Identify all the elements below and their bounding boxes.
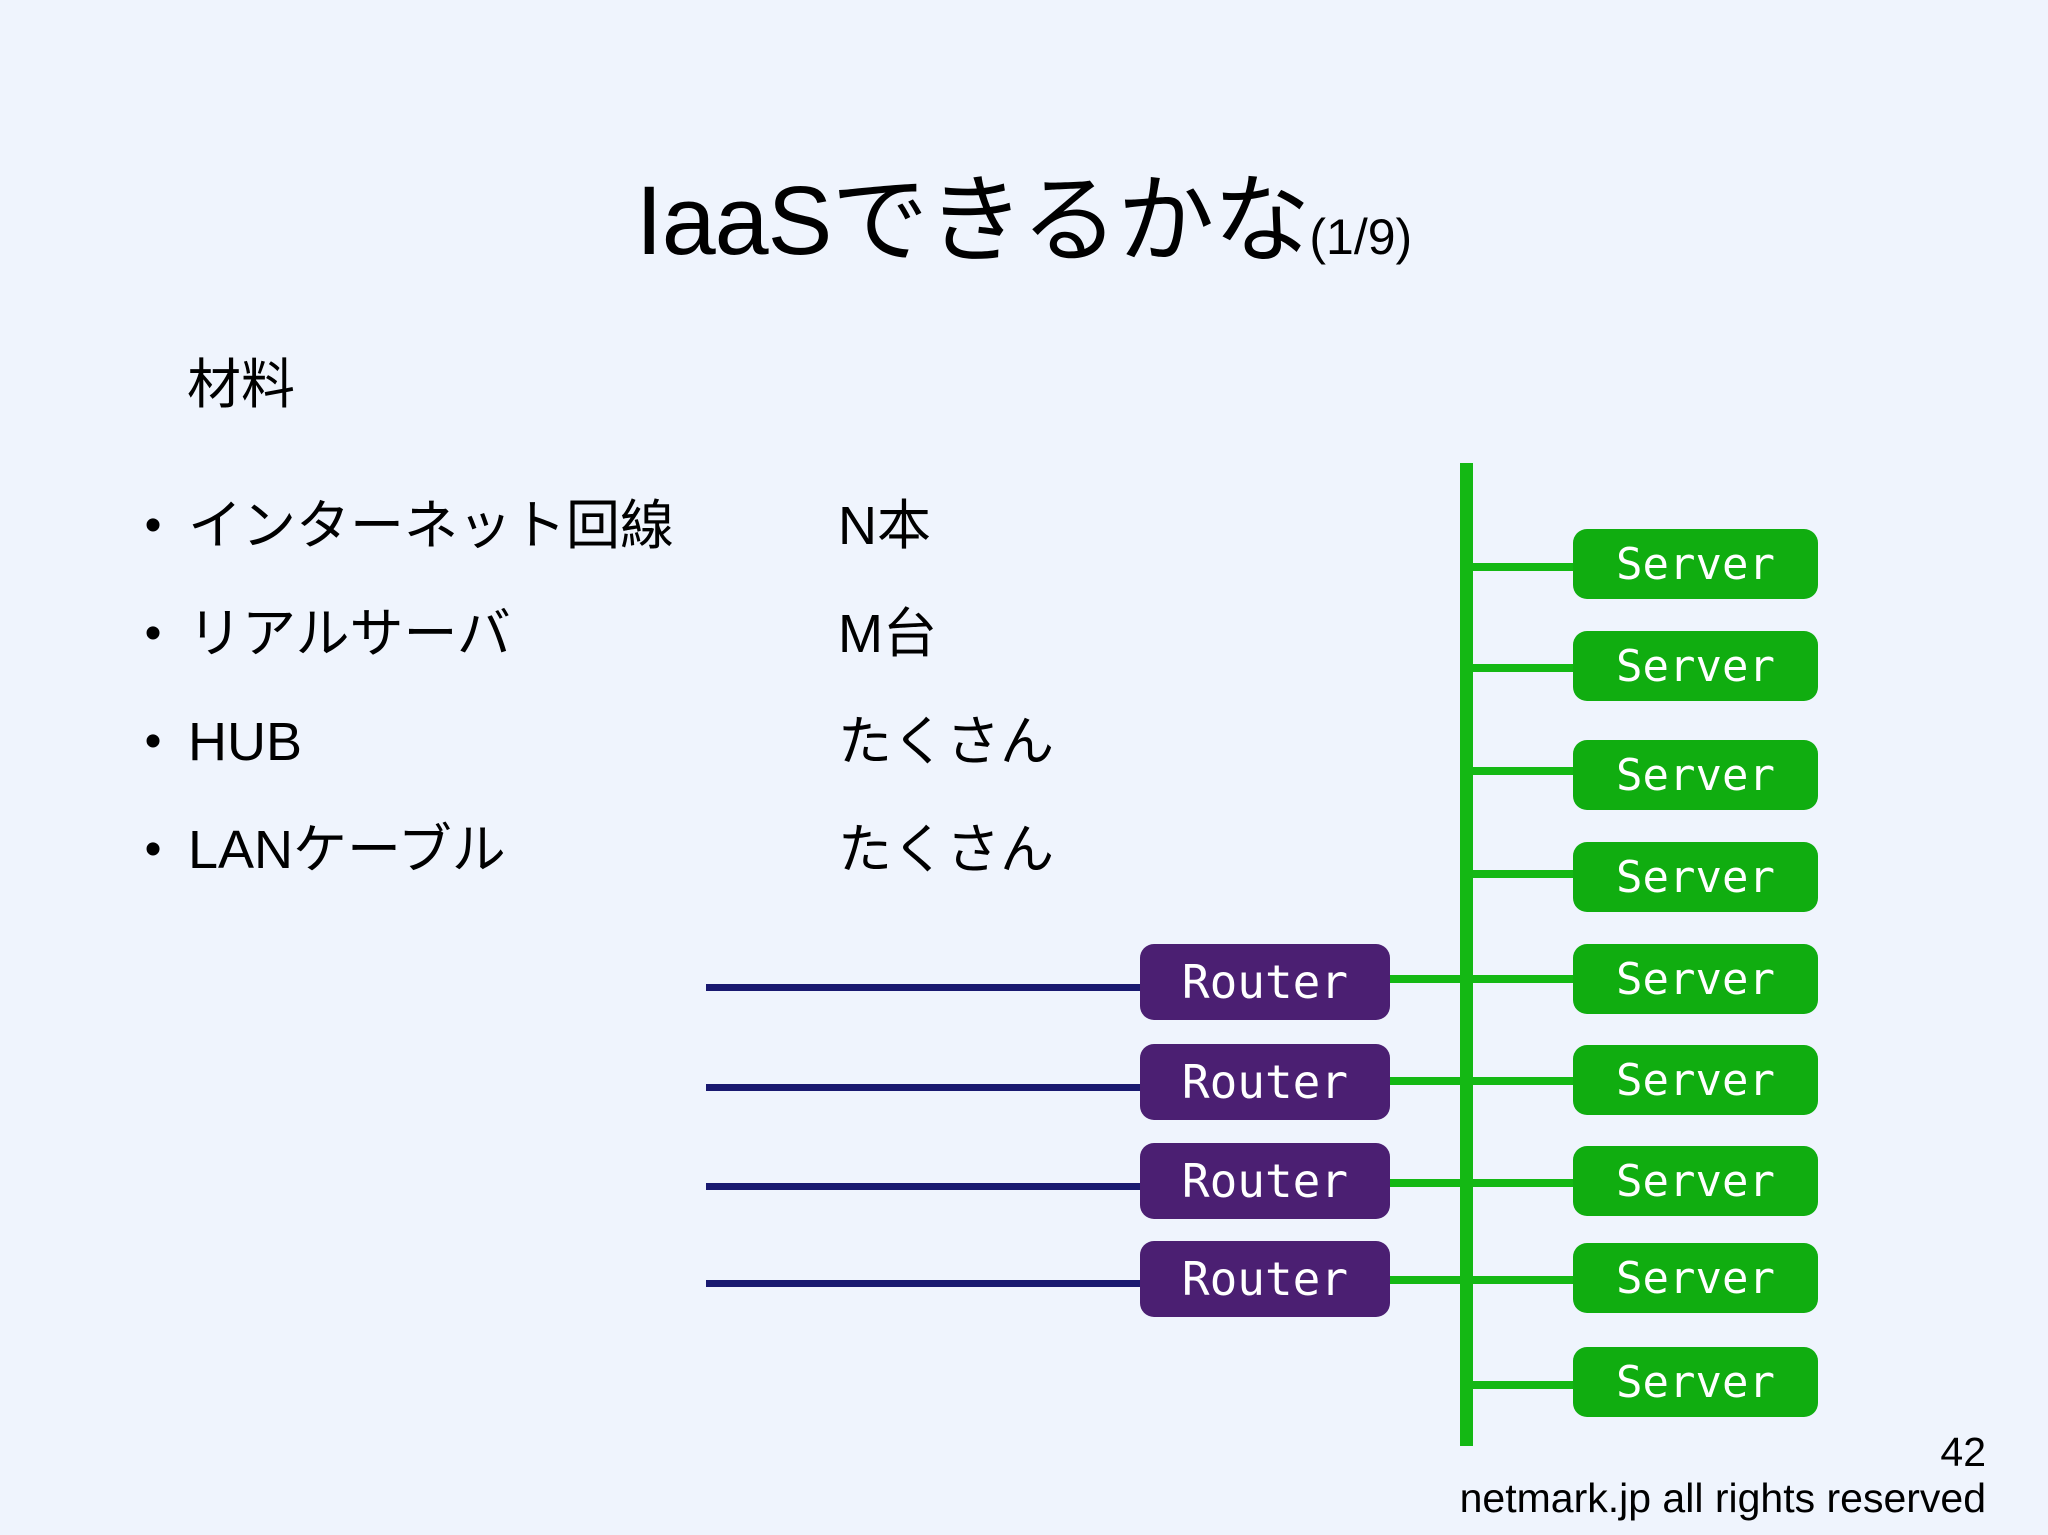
server-node[interactable]: Server [1573,631,1818,701]
server-node-label: Server [1616,749,1775,801]
internet-line [706,1280,1150,1287]
router-node[interactable]: Router [1140,944,1390,1020]
router-bus-link [1385,975,1475,983]
server-node-label: Server [1616,851,1775,903]
list-item-value: M台 [838,604,937,664]
bus-server-link [1473,1179,1573,1187]
list-item-value: たくさん [838,712,1054,772]
materials-heading: 材料 [187,355,295,415]
page-title-sub: (1/9) [1309,208,1413,265]
router-node-label: Router [1181,1055,1349,1109]
hub-bus-line [1460,463,1473,1446]
router-bus-link [1385,1179,1475,1187]
list-item: • LANケーブル たくさん [118,796,1138,904]
list-item-value: たくさん [838,820,1054,880]
bus-server-link [1473,1077,1573,1085]
router-bus-link [1385,1276,1475,1284]
footer-credit: netmark.jp all rights reserved [1459,1475,1986,1521]
page-title-main: IaaSできるかな [635,165,1311,275]
router-bus-link [1385,1077,1475,1085]
server-node-label: Server [1616,953,1775,1005]
router-node[interactable]: Router [1140,1241,1390,1317]
server-node[interactable]: Server [1573,842,1818,912]
bullet-icon: • [144,499,162,552]
internet-line [706,1183,1150,1190]
bus-server-link [1473,767,1573,775]
bus-server-link [1473,975,1573,983]
list-item-label: LANケーブル [188,820,506,880]
bullet-icon: • [144,607,162,660]
list-item-value: N本 [838,496,931,556]
page-title: IaaSできるかな(1/9) [0,170,2048,272]
server-node[interactable]: Server [1573,529,1818,599]
bus-server-link [1473,563,1573,571]
list-item: • インターネット回線 N本 [118,472,1138,580]
server-node[interactable]: Server [1573,1146,1818,1216]
materials-list: • インターネット回線 N本 • リアルサーバ M台 • HUB たくさん • … [118,472,1138,904]
server-node-label: Server [1616,1356,1775,1408]
server-node-label: Server [1616,640,1775,692]
router-node-label: Router [1181,955,1349,1009]
server-node[interactable]: Server [1573,1045,1818,1115]
bus-server-link [1473,1381,1573,1389]
server-node[interactable]: Server [1573,1243,1818,1313]
server-node-label: Server [1616,1054,1775,1106]
router-node[interactable]: Router [1140,1044,1390,1120]
server-node-label: Server [1616,1155,1775,1207]
page-number: 42 [1940,1429,1986,1475]
list-item: • HUB たくさん [118,688,1138,796]
list-item-label: インターネット回線 [188,496,674,556]
router-node-label: Router [1181,1252,1349,1306]
server-node[interactable]: Server [1573,1347,1818,1417]
list-item: • リアルサーバ M台 [118,580,1138,688]
server-node-label: Server [1616,1252,1775,1304]
router-node[interactable]: Router [1140,1143,1390,1219]
internet-line [706,984,1150,991]
list-item-label: リアルサーバ [188,604,511,664]
list-item-label: HUB [188,712,303,772]
bus-server-link [1473,870,1573,878]
bullet-icon: • [144,823,162,876]
server-node[interactable]: Server [1573,944,1818,1014]
server-node[interactable]: Server [1573,740,1818,810]
server-node-label: Server [1616,538,1775,590]
internet-line [706,1084,1150,1091]
bus-server-link [1473,664,1573,672]
router-node-label: Router [1181,1154,1349,1208]
bullet-icon: • [144,715,162,768]
bus-server-link [1473,1276,1573,1284]
